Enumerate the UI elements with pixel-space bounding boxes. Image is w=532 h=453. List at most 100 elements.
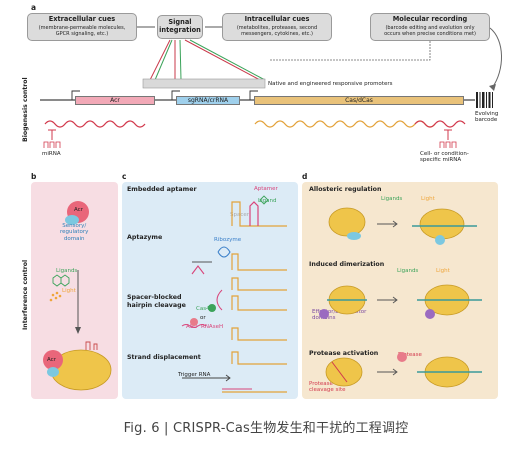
figure-caption: Fig. 6 | CRISPR-Cas生物发生和干扰的工程调控 — [123, 421, 409, 436]
spacer-blocked-title: Spacer-blocked hairpin cleavage — [127, 294, 186, 309]
ligands-label-b: Ligands — [56, 268, 78, 274]
promoter-sgrna — [171, 90, 180, 100]
signal-integration-title: Signal integration — [159, 18, 201, 34]
ligands-label-d2: Ligands — [397, 268, 419, 274]
aptazyme-rna-bottom — [231, 277, 287, 291]
signal-red-line-1 — [149, 39, 171, 81]
effector-domain — [319, 309, 329, 319]
sensory-domain-bottom — [47, 367, 59, 377]
mirna-right-inhibit — [444, 129, 452, 140]
signal-green-line-1 — [154, 39, 173, 81]
recording-loop-arrowhead — [489, 84, 496, 91]
panel-c-diagram — [181, 195, 287, 393]
light-label-b: Light — [62, 288, 76, 294]
promoter-cas — [249, 90, 258, 100]
right-mirna-wave — [414, 120, 466, 128]
signal-red-line-3 — [184, 39, 261, 81]
aptazyme-title: Aptazyme — [127, 234, 163, 241]
strand-rna-top — [231, 351, 287, 365]
panel-b-diagram — [43, 201, 112, 391]
promoter-label: Native and engineered responsive promote… — [268, 81, 393, 87]
signal-green-line-3 — [189, 39, 266, 81]
barcode-icon — [476, 92, 493, 108]
protease-label: Protease — [398, 352, 422, 358]
aptazyme-rna-top — [231, 253, 287, 271]
ribozyme-label: Ribozyme — [214, 237, 242, 243]
acr-gene: Acr — [75, 96, 155, 105]
recording-feedback — [270, 41, 431, 61]
panel-c-letter: c — [122, 172, 127, 181]
ligand-icon — [52, 274, 70, 287]
domain-allosteric-right — [435, 235, 445, 245]
sgrna-gene: sgRNA/crRNA — [176, 96, 240, 105]
dimer-arrow — [377, 296, 398, 304]
extracellular-cues-title: Extracellular cues — [48, 15, 116, 23]
cleavage-site-label: Protease cleavage site — [309, 381, 346, 394]
promoter-bar — [142, 78, 266, 89]
pink-aptamer-small — [191, 265, 205, 275]
aso-strand — [181, 324, 207, 328]
trigger-arrow — [222, 374, 231, 382]
rnaseh-label: RNAseH — [201, 324, 224, 330]
cas-allosteric-left-domain — [347, 232, 361, 240]
cleavage-site-line — [331, 361, 348, 383]
aptamer-hairpin — [249, 201, 259, 226]
signal-integration-box: Signal integration — [157, 15, 203, 39]
extracellular-cues-text: (membrane-permeable molecules, GPCR sign… — [38, 24, 126, 37]
intracellular-cues-text: (metabolites, proteases, second messenge… — [236, 24, 318, 37]
rnaseh-protein — [190, 318, 198, 326]
sensory-domain-top — [65, 215, 79, 225]
embedded-aptamer-rna — [231, 201, 287, 227]
molecular-recording-box: Molecular recording (barcode editing and… — [370, 13, 490, 41]
promoter-acr — [71, 90, 80, 100]
barcode-label: Evolving barcode — [475, 111, 499, 124]
sensory-domain-label: Sensory/ regulatory domain — [60, 223, 89, 242]
specific-mirna-label: Cell- or condition- specific miRNA — [420, 151, 469, 164]
acr-mirna-wave — [44, 120, 146, 128]
or-label: or — [200, 315, 206, 321]
ligand-shape-c — [259, 195, 269, 205]
panel-b-letter: b — [31, 172, 37, 181]
intracellular-cues-title: Intracellular cues — [244, 15, 310, 23]
protease-protein — [397, 352, 407, 362]
biogenesis-control-label: Biogenesis control — [22, 77, 29, 142]
acr-label-top: Acr — [74, 207, 83, 213]
panel-d-diagram — [319, 207, 482, 388]
light-label-d2: Light — [436, 268, 450, 274]
allosteric-arrow — [377, 220, 398, 228]
spacer-blocked-result — [231, 327, 287, 341]
dimerization-title: Induced dimerization — [309, 261, 385, 268]
molecular-recording-text: (barcode editing and evolution only occu… — [384, 24, 476, 37]
bottom-guide-rna — [85, 341, 98, 350]
mirna-right-hairpin — [439, 141, 457, 148]
ligands-label-d1: Ligands — [381, 196, 403, 202]
ribozyme-hairpin — [217, 246, 231, 258]
protease-arrow — [377, 368, 398, 376]
panel-d-letter: d — [302, 172, 308, 181]
light-label-d1: Light — [421, 196, 435, 202]
cas-protease-left — [325, 357, 363, 387]
allosteric-title: Allosteric regulation — [309, 186, 382, 193]
blocked-rna — [231, 295, 287, 311]
cas-allosteric-left — [328, 207, 366, 237]
signal-green-line-2 — [179, 39, 182, 81]
cas-allosteric-right — [419, 208, 465, 240]
aptamer-label: Aptamer — [254, 186, 278, 192]
strand-displacement-title: Strand displacement — [127, 354, 201, 361]
molecular-recording-title: Molecular recording — [392, 15, 468, 23]
mirna-left-inhibit — [48, 129, 56, 140]
interference-control-label: Interference control — [22, 259, 29, 330]
cas-gene: Cas/dCas — [254, 96, 464, 105]
cas4-label: Cas4 — [196, 306, 210, 312]
light-icon — [49, 291, 62, 302]
extracellular-cues-box: Extracellular cues (membrane-permeable m… — [27, 13, 137, 41]
panel-a-diagram — [40, 26, 502, 148]
mirna-label: miRNA — [42, 151, 61, 157]
recording-loop-arrow — [489, 27, 502, 89]
acr-label-bottom: Acr — [47, 357, 56, 363]
cas-transcript-wave — [254, 120, 436, 128]
acr-protein-bottom — [43, 350, 63, 370]
protease-activation-title: Protease activation — [309, 350, 379, 357]
mirna-left-hairpin — [43, 141, 61, 148]
acr-down-arrowhead — [75, 327, 81, 334]
